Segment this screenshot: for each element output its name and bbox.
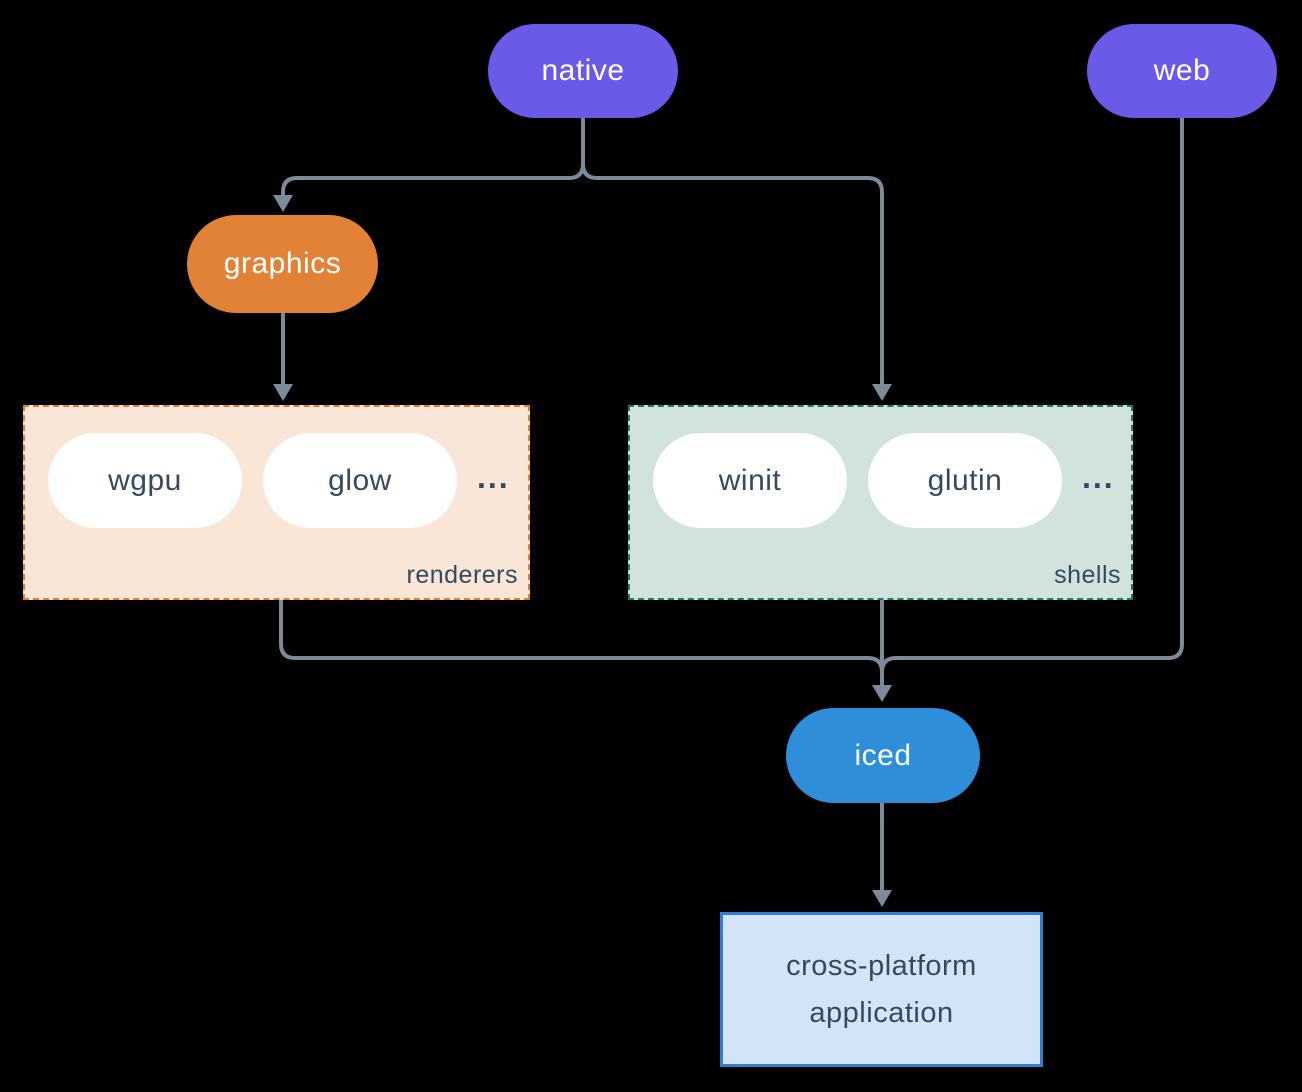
node-web-label: web: [1153, 54, 1211, 87]
arrowhead-graphics: [273, 195, 293, 212]
arrowhead-application: [872, 890, 892, 907]
node-glow-label: glow: [328, 463, 392, 497]
node-graphics-label: graphics: [223, 247, 342, 280]
group-shells: winit glutin ... shells: [628, 405, 1133, 600]
node-winit: winit: [653, 433, 847, 528]
node-wgpu-label: wgpu: [108, 463, 182, 497]
node-glutin-label: glutin: [927, 463, 1003, 497]
arrowhead-renderers: [273, 384, 293, 401]
node-native: native: [488, 24, 678, 118]
node-iced-label: iced: [854, 738, 912, 772]
node-cross-platform-application: cross-platform application: [720, 912, 1043, 1067]
application-label: cross-platform application: [786, 949, 977, 1029]
edge-native-shells: [581, 118, 884, 386]
renderers-group-label: renderers: [406, 561, 518, 589]
arrowhead-iced: [872, 685, 892, 702]
node-glutin: glutin: [868, 433, 1062, 528]
renderers-ellipsis: ...: [477, 459, 510, 495]
shells-group-label: shells: [1054, 561, 1121, 589]
shells-ellipsis: ...: [1082, 459, 1115, 495]
node-glow: glow: [263, 433, 457, 528]
edge-native-graphics: [281, 118, 585, 197]
node-native-label: native: [541, 54, 625, 87]
arrowhead-shells: [872, 384, 892, 401]
node-graphics: graphics: [187, 215, 378, 313]
node-wgpu: wgpu: [48, 433, 242, 528]
node-web: web: [1087, 24, 1277, 118]
node-winit-label: winit: [718, 463, 782, 497]
edge-renderers-iced: [279, 600, 884, 673]
group-renderers: wgpu glow ... renderers: [23, 405, 530, 600]
node-iced: iced: [786, 708, 980, 803]
